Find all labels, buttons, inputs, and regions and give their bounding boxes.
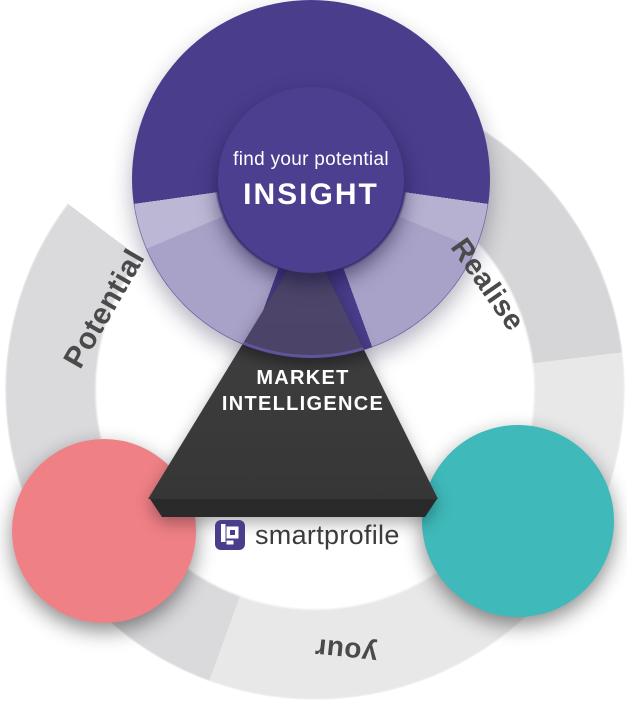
realise-teal-circle xyxy=(422,425,614,617)
market-intelligence-triangle: MARKET INTELLIGENCE xyxy=(138,225,450,525)
market-intelligence-label: MARKET INTELLIGENCE xyxy=(158,365,448,417)
insight-inner-circle: find your potential INSIGHT xyxy=(218,87,404,273)
smartprofile-p-icon xyxy=(215,520,245,550)
insight-subtitle: find your potential xyxy=(233,148,389,170)
triangle-base-bevel xyxy=(150,499,437,517)
market-line: MARKET xyxy=(256,367,350,389)
brand-name: smartprofile xyxy=(255,519,400,550)
ring-label-your: your xyxy=(313,632,379,671)
potential-pink-circle xyxy=(12,439,196,623)
intelligence-line: INTELLIGENCE xyxy=(221,393,385,415)
insight-title: INSIGHT xyxy=(243,177,379,211)
smartprofile-logo: smartprofile xyxy=(214,519,400,551)
